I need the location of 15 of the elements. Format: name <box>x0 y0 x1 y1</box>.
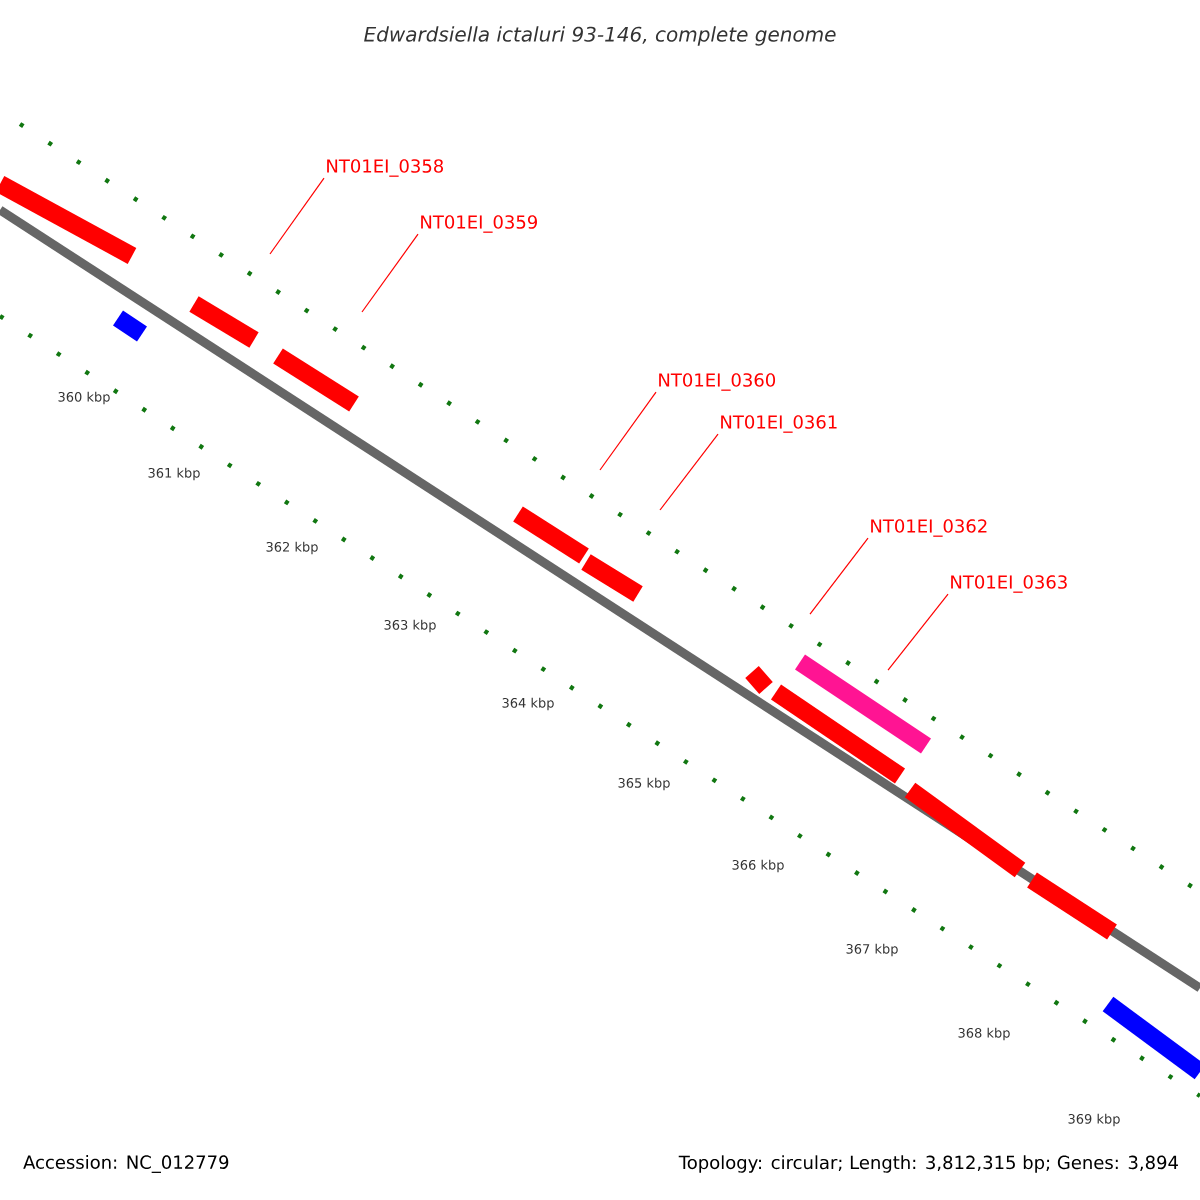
gene-label: NT01EI_0360 <box>659 373 776 391</box>
gene-label: NT01EI_0358 <box>327 159 443 177</box>
leader-line <box>659 433 719 511</box>
leader-line <box>599 391 657 471</box>
footer-text: Topology: circular; Length: 3,812,315 bp; Genes: 3,894 <box>678 1155 1178 1173</box>
gene-label: NT01EI_0363 <box>951 575 1067 593</box>
leader-line <box>887 593 949 671</box>
leader-line <box>809 537 869 615</box>
gene-label: NT01EI_0361 <box>721 415 837 433</box>
leader-line <box>361 233 419 313</box>
gene-label: NT01EI_0359 <box>421 215 537 233</box>
footer-text: Accession: NC_012779 <box>23 1155 229 1173</box>
gene-label: NT01EI_0362 <box>871 519 987 537</box>
title: Edwardsiella ictaluri 93-146, complete genome <box>364 26 836 46</box>
leader-line <box>269 177 325 255</box>
